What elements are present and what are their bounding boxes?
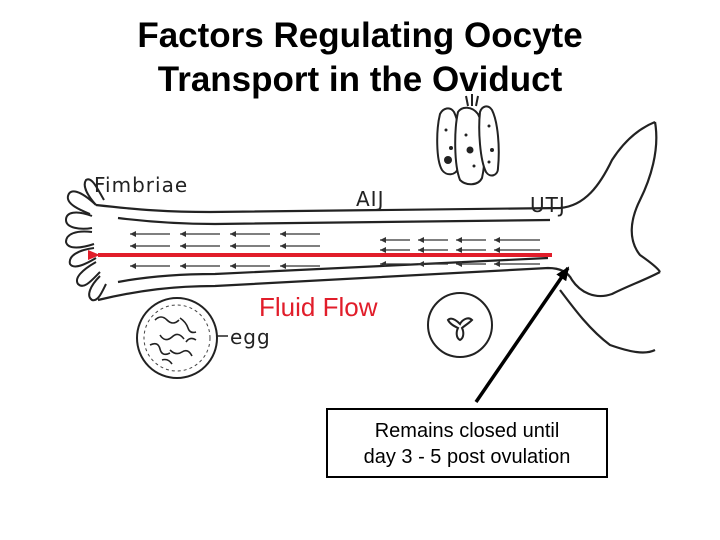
title-line-1: Factors Regulating Oocyte	[137, 16, 583, 55]
utj-pointer-arrow	[474, 266, 570, 403]
slide-title: Factors Regulating Oocyte Transport in t…	[0, 14, 720, 102]
epithelial-cells	[436, 94, 500, 186]
callout-line-1: Remains closed until	[374, 420, 560, 442]
ciliary-flow-arrows	[130, 231, 540, 269]
utj-callout-box: Remains closed until day 3 - 5 post ovul…	[326, 408, 608, 478]
label-utj: UTJ	[530, 193, 566, 217]
label-egg: egg	[230, 325, 271, 349]
fimbriae-fringes	[64, 178, 107, 302]
oviduct-tube	[95, 120, 661, 354]
fluid-flow-label: Fluid Flow	[256, 292, 381, 323]
title-line-2: Transport in the Oviduct	[157, 60, 563, 99]
label-fimbriae: Fimbriae	[94, 173, 189, 197]
callout-line-2: day 3 - 5 post ovulation	[363, 446, 571, 468]
embryo-cell	[427, 292, 493, 358]
label-aij: AIJ	[356, 187, 385, 211]
egg-cell	[136, 297, 228, 379]
